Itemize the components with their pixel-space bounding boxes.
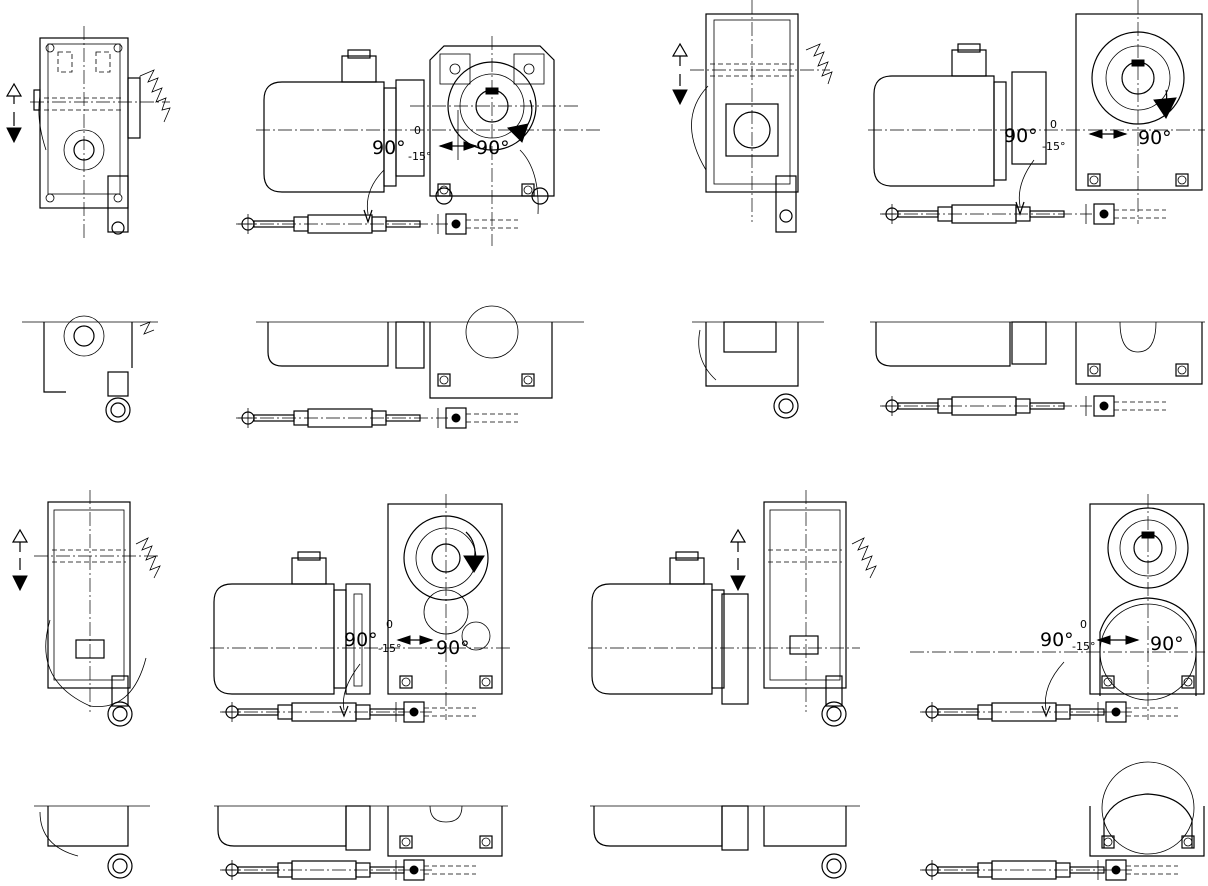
tol-lower-label: -15° [1072, 640, 1095, 653]
tol-upper-label: 0 [386, 618, 393, 631]
up-arrow-icon [11, 528, 29, 543]
down-arrow-icon [12, 575, 28, 592]
up-arrow-icon [671, 42, 689, 57]
tol-upper-label: 0 [414, 124, 421, 137]
view-d-lower [590, 761, 1205, 881]
down-arrow-icon [672, 89, 688, 106]
view-a-lower [22, 305, 584, 429]
down-arrow-icon [6, 127, 22, 144]
tol-lower-label: -15° [378, 642, 401, 655]
down-arrow-icon [730, 575, 746, 592]
angle-left-label: 90° [1040, 629, 1074, 651]
angle-right-label: 90° [1150, 633, 1184, 655]
view-c-upper: 90° 90° 0 -15° [11, 490, 510, 727]
up-arrow-icon [729, 528, 747, 543]
angle-left-label: 90° [1004, 125, 1038, 147]
tol-lower-label: -15° [408, 150, 431, 163]
angle-right-label: 90° [476, 137, 510, 159]
angle-right-label: 90° [1138, 127, 1172, 149]
view-d-upper: 90° 90° 0 -15° [588, 490, 1205, 727]
rotation-arrow-icon [463, 555, 485, 573]
up-arrow-icon [5, 82, 23, 97]
rotation-arrow-icon [1153, 97, 1177, 119]
angle-right-label: 90° [436, 637, 470, 659]
rotation-arrow-icon [506, 123, 529, 143]
view-c-lower [34, 805, 508, 881]
view-b-lower [692, 321, 1205, 419]
tol-upper-label: 0 [1080, 618, 1087, 631]
view-a-upper: 90° 90° 0 -15° [5, 25, 600, 247]
tol-lower-label: -15° [1042, 140, 1065, 153]
angle-left-label: 90° [344, 629, 378, 651]
angle-left-label: 90° [372, 137, 406, 159]
view-b-upper: 90° 90° 0 -15° [671, 0, 1205, 233]
tol-upper-label: 0 [1050, 118, 1057, 131]
